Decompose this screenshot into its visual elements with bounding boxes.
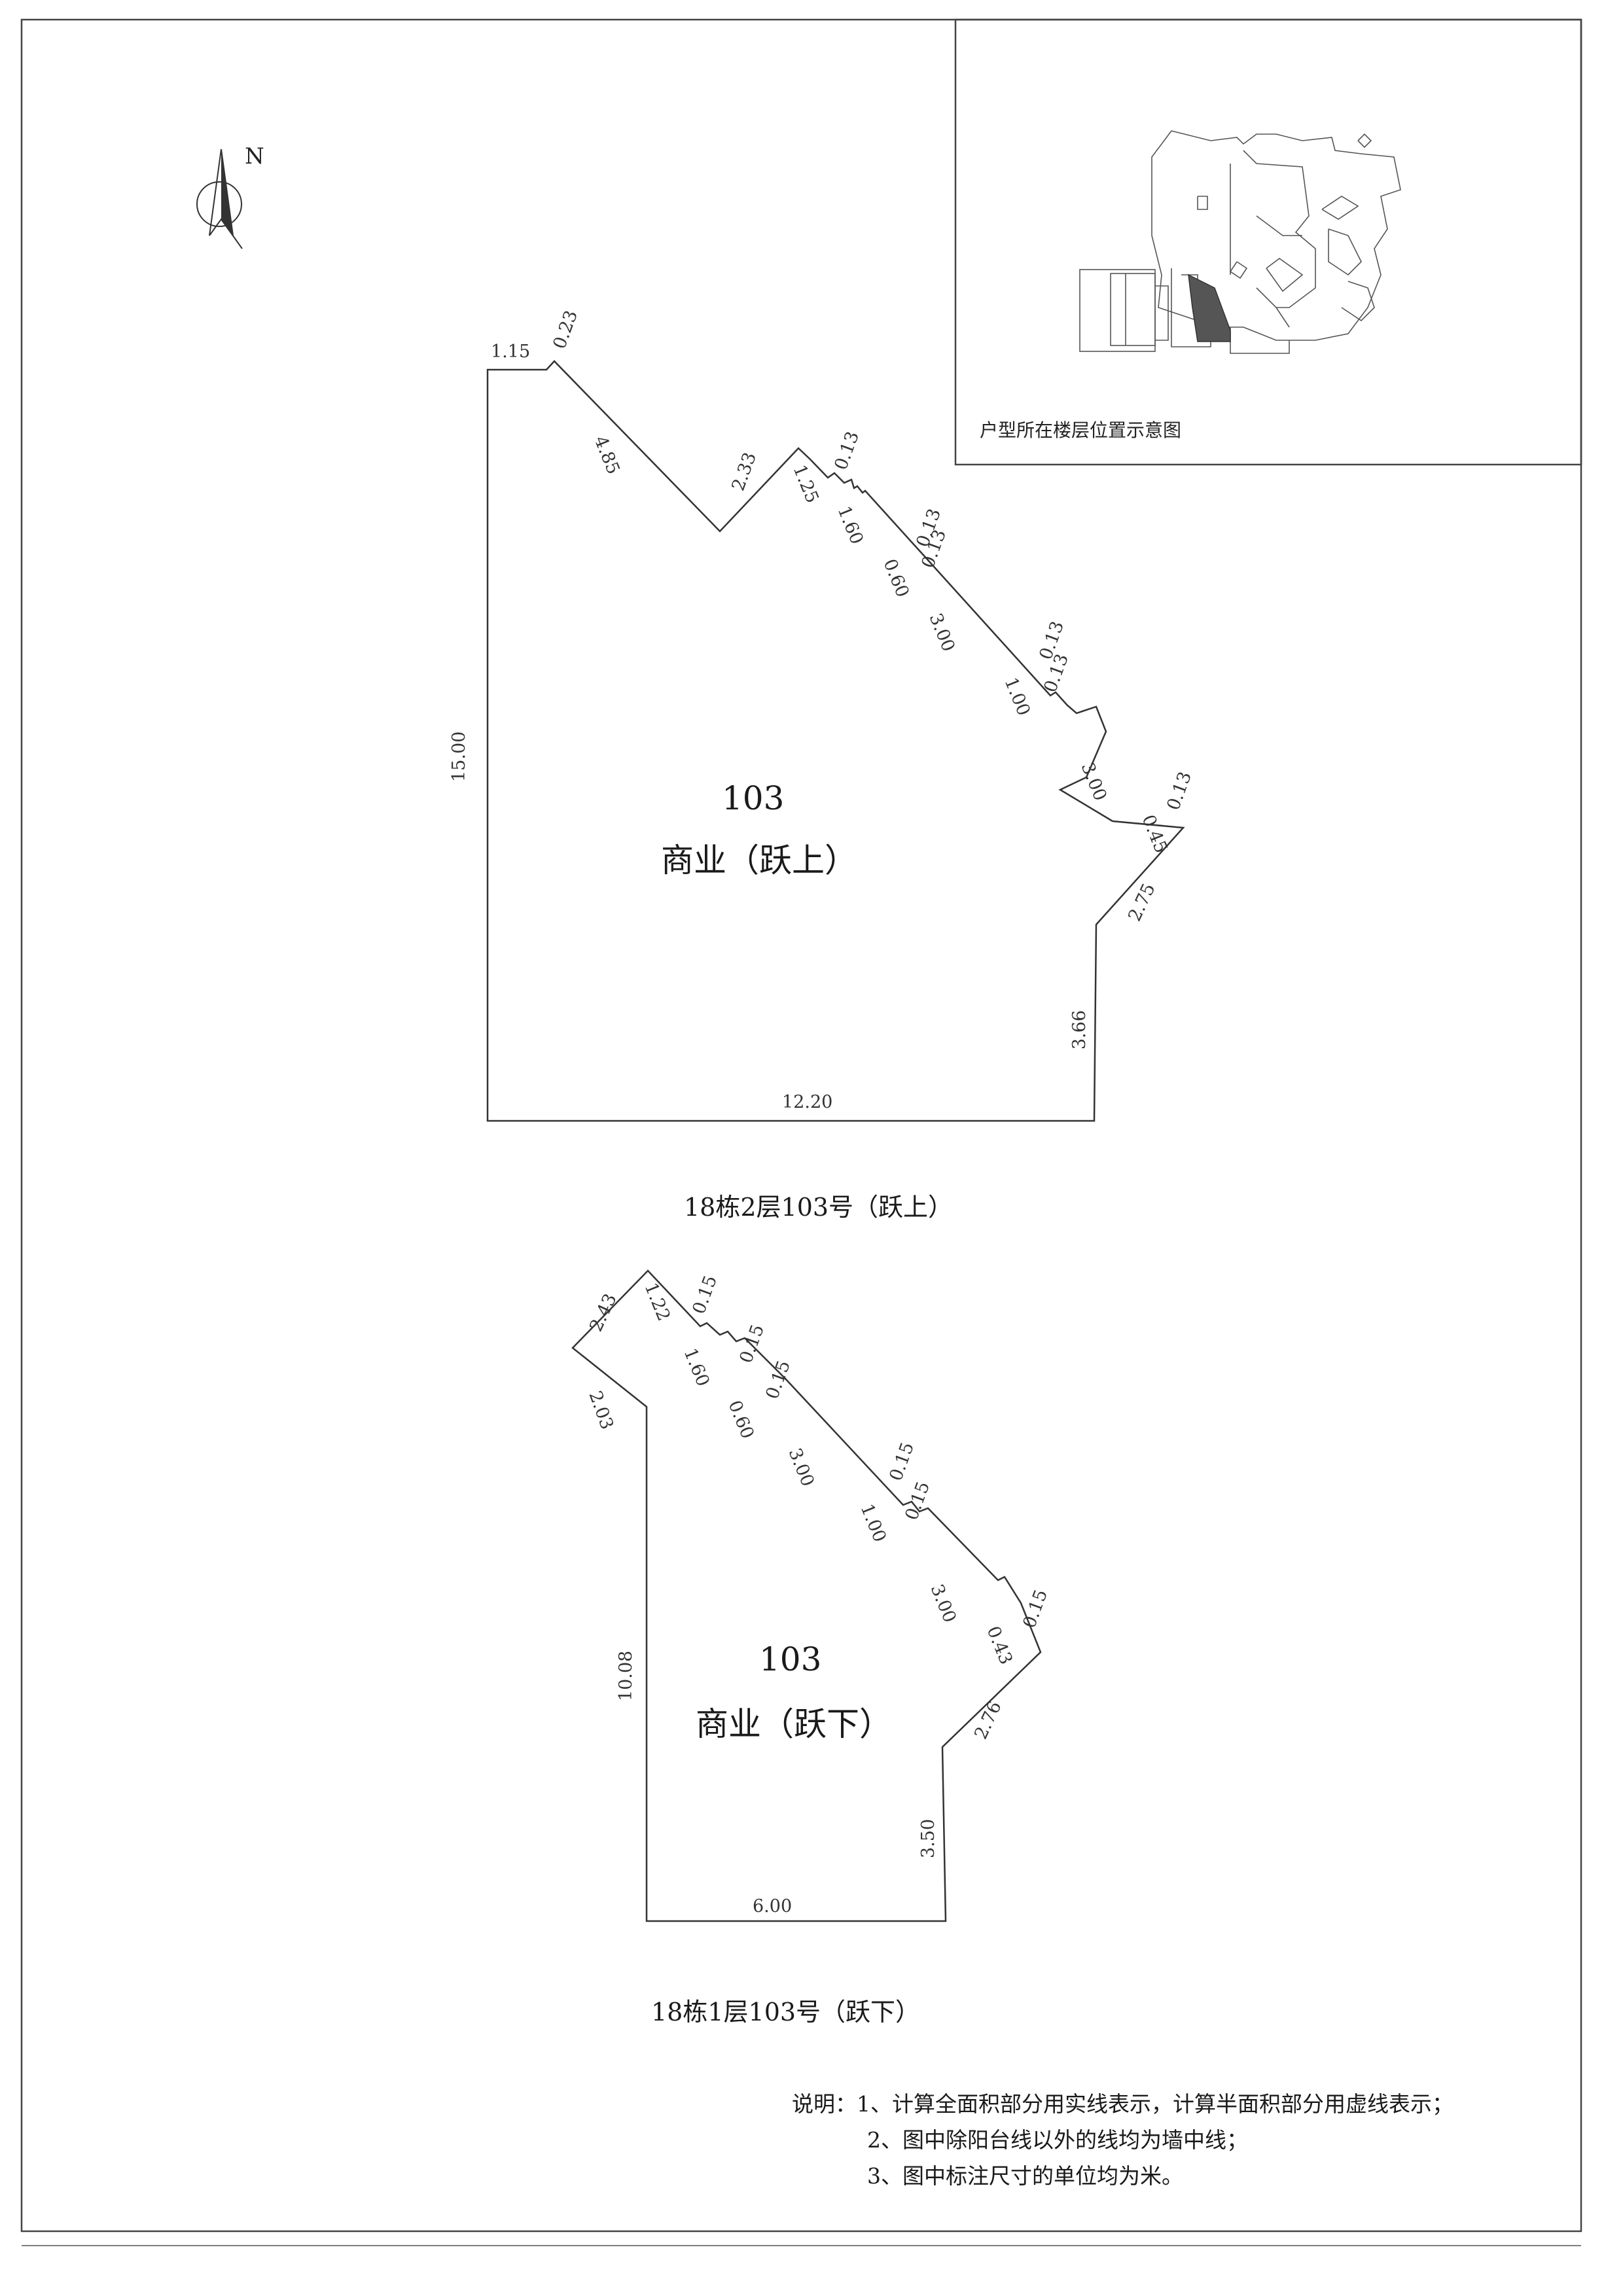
inset-building-sketch bbox=[1079, 130, 1401, 354]
lower-dim-17: 6.00 bbox=[753, 1896, 792, 1916]
lower-dim-14: 0.43 bbox=[983, 1623, 1016, 1667]
upper-dim-16: 0.13 bbox=[1163, 769, 1196, 813]
upper-unit-use: 商业（跃上） bbox=[661, 841, 857, 879]
upper-dim-20: 12.20 bbox=[782, 1092, 832, 1112]
lower-unit-use: 商业（跃下） bbox=[696, 1705, 892, 1743]
note-line-2: 2、图中除阳台线以外的线均为墙中线； bbox=[867, 2127, 1248, 2153]
lower-dim-15: 2.76 bbox=[971, 1698, 1006, 1742]
lower-dim-2: 1.22 bbox=[641, 1280, 674, 1324]
upper-dim-7: 1.60 bbox=[834, 503, 867, 547]
lower-dim-16: 3.50 bbox=[918, 1819, 938, 1858]
upper-outline bbox=[486, 360, 1185, 1122]
upper-dim-9: 0.60 bbox=[880, 556, 913, 600]
notes-block: 说明：1、计算全面积部分用实线表示，计算半面积部分用虚线表示； 2、图中除阳台线… bbox=[792, 2091, 1454, 2189]
upper-dim-11: 3.00 bbox=[925, 610, 959, 654]
lower-dim-5: 0.15 bbox=[736, 1322, 768, 1366]
lower-dim-6: 0.60 bbox=[724, 1398, 758, 1441]
lower-plan-caption: 18栋1层103号（跃下） bbox=[651, 1998, 920, 2026]
north-arrow: N bbox=[196, 143, 264, 249]
inset-frame bbox=[954, 18, 1582, 466]
upper-dim-1: 1.15 bbox=[491, 342, 530, 362]
upper-dim-6: 0.13 bbox=[830, 429, 863, 472]
page-border bbox=[20, 18, 1582, 2233]
lower-dim-9: 0.15 bbox=[885, 1439, 918, 1483]
lower-dim-18: 10.08 bbox=[616, 1651, 636, 1701]
upper-dim-15: 3.00 bbox=[1077, 760, 1111, 804]
inset-caption: 户型所在楼层位置示意图 bbox=[980, 419, 1181, 441]
upper-dim-2: 0.23 bbox=[549, 308, 582, 351]
lower-dim-19: 2.03 bbox=[584, 1388, 617, 1432]
unit-location-highlight bbox=[1188, 274, 1231, 342]
upper-dim-5: 1.25 bbox=[789, 462, 823, 506]
upper-dim-4: 2.33 bbox=[728, 450, 760, 493]
lower-dim-1: 2.43 bbox=[586, 1290, 621, 1335]
lower-dim-7: 0.15 bbox=[762, 1358, 794, 1402]
note-line-1: 说明：1、计算全面积部分用实线表示，计算半面积部分用虚线表示； bbox=[792, 2091, 1454, 2117]
lower-dim-13: 0.15 bbox=[1019, 1587, 1052, 1631]
lower-floor-plan: 2.43 1.22 0.15 1.60 0.15 0.60 0.15 3.00 … bbox=[571, 1269, 1052, 1922]
lower-dim-4: 1.60 bbox=[680, 1345, 713, 1389]
upper-plan-caption: 18栋2层103号（跃上） bbox=[684, 1193, 953, 1222]
lower-dim-3: 0.15 bbox=[688, 1273, 721, 1316]
upper-dim-13: 1.00 bbox=[1001, 675, 1034, 718]
upper-unit-number: 103 bbox=[722, 779, 784, 817]
lower-dim-11: 0.15 bbox=[901, 1479, 934, 1523]
note-line-3: 3、图中标注尺寸的单位均为米。 bbox=[867, 2163, 1183, 2189]
location-inset: 户型所在楼层位置示意图 bbox=[954, 18, 1582, 466]
upper-dim-21: 15.00 bbox=[449, 732, 469, 782]
north-label: N bbox=[245, 143, 264, 169]
lower-dim-10: 1.00 bbox=[857, 1501, 890, 1545]
lower-dim-12: 3.00 bbox=[927, 1581, 960, 1625]
lower-outline bbox=[571, 1269, 1042, 1922]
upper-dim-19: 3.66 bbox=[1069, 1010, 1090, 1050]
lower-unit-number: 103 bbox=[759, 1640, 821, 1678]
upper-dim-17: 0.45 bbox=[1138, 812, 1171, 856]
lower-dim-8: 3.00 bbox=[785, 1445, 818, 1489]
upper-dim-3: 4.85 bbox=[590, 433, 624, 477]
